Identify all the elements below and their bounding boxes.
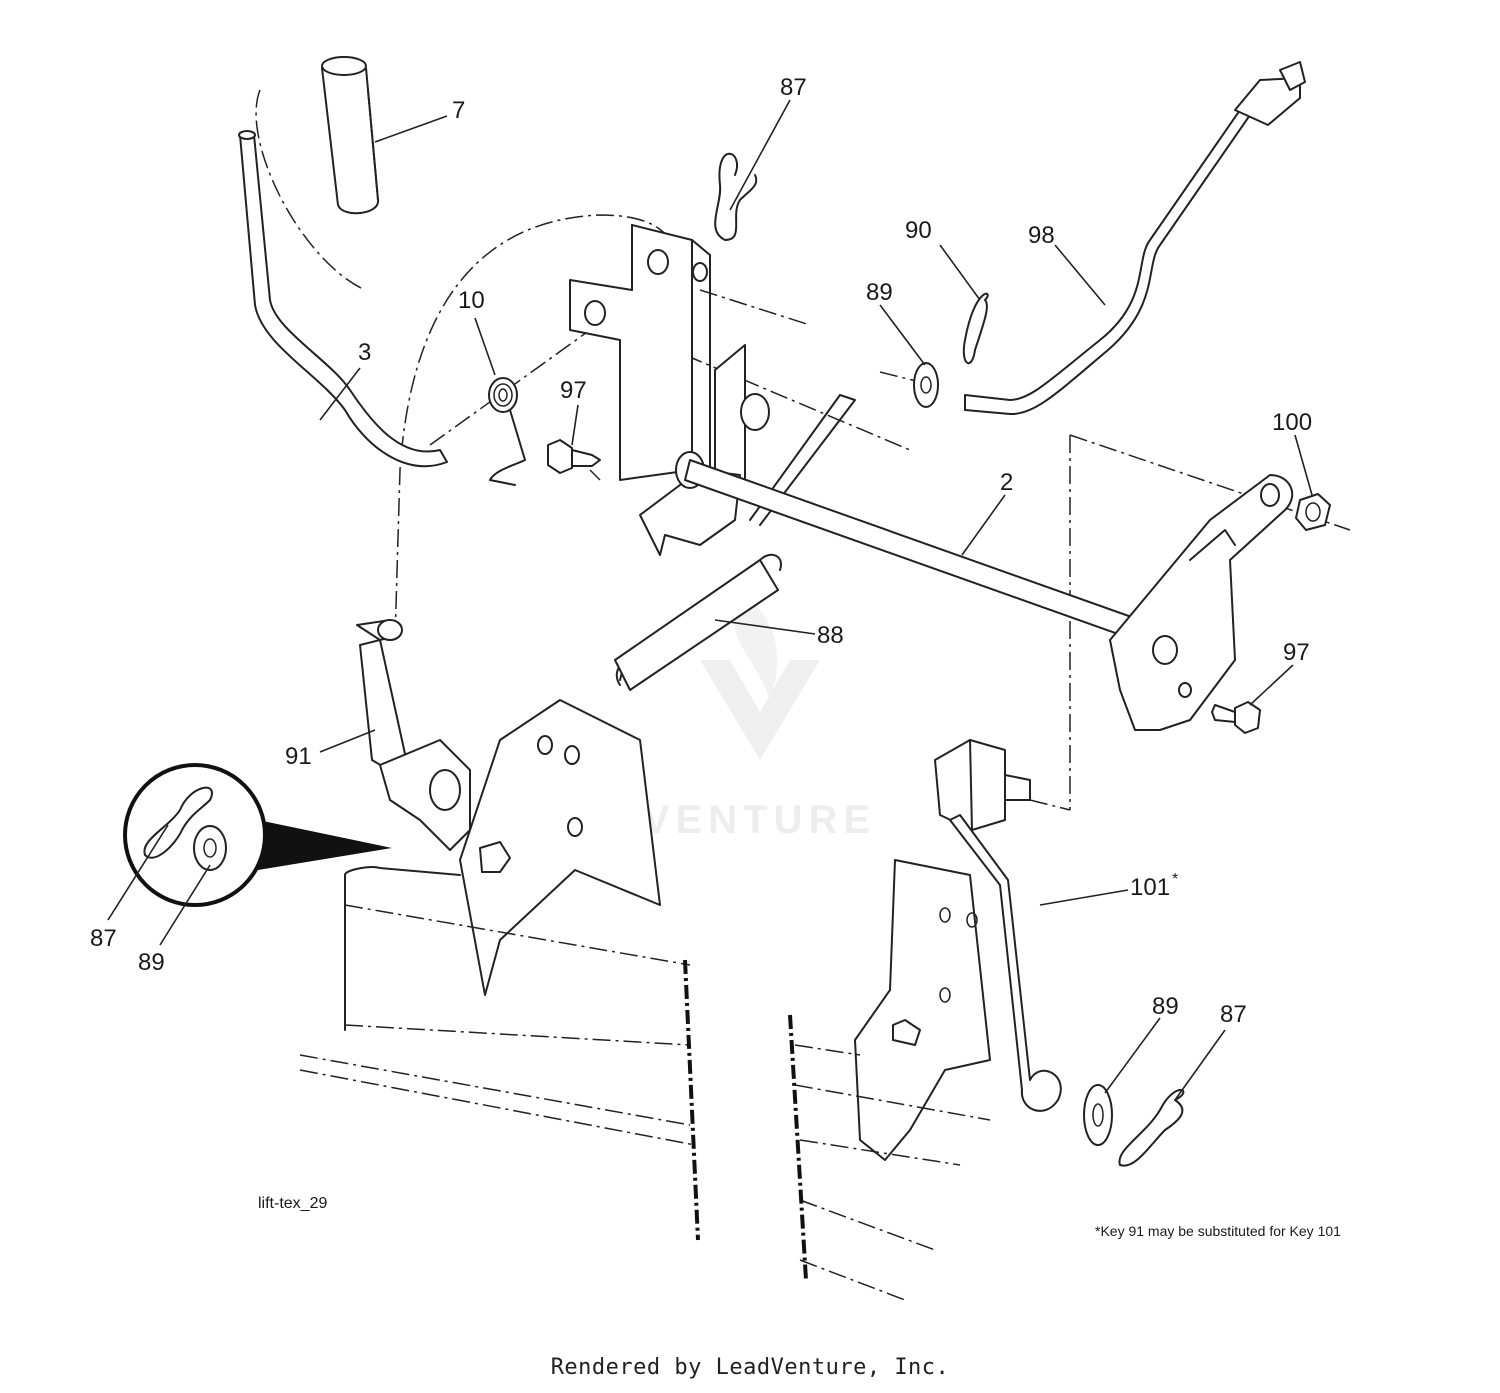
callout-101: 101 — [1130, 874, 1170, 901]
callout-89-bottom: 89 — [1152, 993, 1179, 1020]
nut-part-left — [479, 841, 511, 873]
hairpin-clip-part-bottom — [1118, 1089, 1185, 1167]
lift-handle-part — [238, 130, 448, 468]
callout-101-asterisk: * — [1172, 871, 1178, 888]
assembly-lines — [255, 89, 1351, 811]
pivot-bracket-part — [569, 224, 711, 481]
callout-89-circle: 89 — [138, 949, 165, 976]
footer-credit: Rendered by LeadVenture, Inc. — [550, 1355, 950, 1380]
bolt-part-left — [547, 439, 601, 474]
deck-bracket-part-left — [459, 699, 661, 996]
extension-spring-part — [614, 553, 782, 691]
callout-87-circle: 87 — [90, 925, 117, 952]
callout-3: 3 — [358, 339, 371, 366]
callout-97-left: 97 — [560, 377, 587, 404]
grip-handle-part — [321, 56, 379, 215]
mower-deck-left — [299, 866, 700, 1241]
callout-90: 90 — [905, 217, 932, 244]
adjustment-rod-part — [964, 61, 1306, 416]
torsion-spring-part — [488, 377, 526, 486]
mower-deck-right — [788, 1014, 991, 1301]
lift-arm-part — [1109, 474, 1294, 731]
nut-part — [1295, 493, 1331, 531]
callout-87-top: 87 — [780, 74, 807, 101]
detail-callout — [123, 763, 392, 907]
callout-7: 7 — [452, 97, 465, 124]
callout-97-right: 97 — [1283, 639, 1310, 666]
callout-89-top: 89 — [866, 279, 893, 306]
link-rod-part — [356, 619, 471, 851]
washer-part-top — [913, 362, 939, 408]
callout-labels: 7 87 90 98 89 10 3 97 100 2 88 97 91 101… — [90, 74, 1312, 1028]
bolt-part-right — [1211, 701, 1261, 734]
leader-lines — [107, 99, 1313, 1101]
callout-10: 10 — [458, 287, 485, 314]
link-rod-part-101 — [934, 739, 1062, 1112]
callout-88: 88 — [817, 622, 844, 649]
deck-bracket-part-right — [854, 859, 991, 1161]
callout-91: 91 — [285, 743, 312, 770]
callout-2: 2 — [1000, 469, 1013, 496]
washer-part-bottom — [1083, 1084, 1113, 1146]
callout-98: 98 — [1028, 222, 1055, 249]
figure-id: lift-tex_29 — [258, 1195, 327, 1212]
callout-87-bottom: 87 — [1220, 1001, 1247, 1028]
hairpin-clip-part-top — [714, 152, 758, 241]
callout-100: 100 — [1272, 409, 1312, 436]
hairpin-clip-part — [962, 292, 989, 365]
footnote: *Key 91 may be substituted for Key 101 — [1095, 1223, 1341, 1239]
